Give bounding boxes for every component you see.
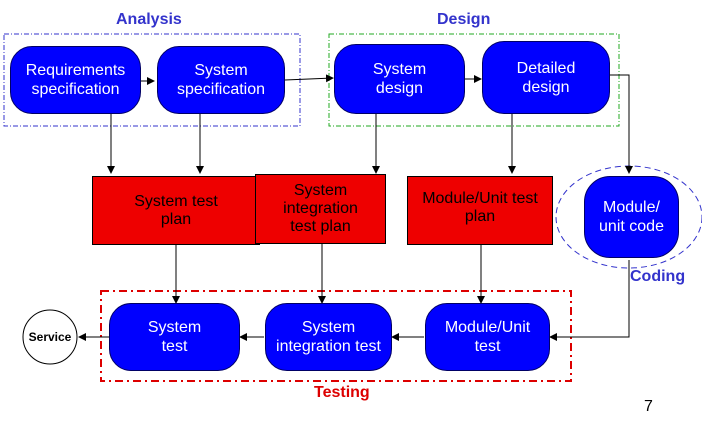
arrow-code-to-moduletest	[549, 260, 630, 341]
analysis-group-border	[3, 33, 301, 127]
system-design-node: System design	[334, 44, 465, 114]
detailed-design-node: Detailed design	[482, 41, 610, 114]
testing-group-border	[100, 290, 572, 382]
analysis-label: Analysis	[116, 11, 182, 28]
system-specification-node: System specification	[157, 46, 285, 114]
system-integration-test-node: System integration test	[265, 303, 392, 371]
system-test-plan-node: System test plan	[92, 176, 260, 245]
arrow-sysspec-to-sysdesign	[284, 74, 334, 83]
testing-label: Testing	[314, 384, 370, 401]
module-unit-test-node: Module/Unit test	[425, 303, 550, 371]
module-unit-code-node: Module/ unit code	[584, 176, 679, 258]
requirements-specification-node: Requirements specification	[10, 46, 141, 114]
service-circle	[22, 309, 78, 365]
design-label: Design	[437, 11, 491, 28]
service-label: Service	[28, 330, 72, 344]
page-number: 7	[644, 398, 653, 415]
module-unit-test-plan-node: Module/Unit test plan	[407, 176, 553, 245]
coding-label: Coding	[630, 268, 686, 285]
system-test-node: System test	[109, 303, 240, 371]
arrow-detailed-to-code	[610, 74, 633, 174]
system-integration-test-plan-node: System integration test plan	[255, 174, 386, 244]
